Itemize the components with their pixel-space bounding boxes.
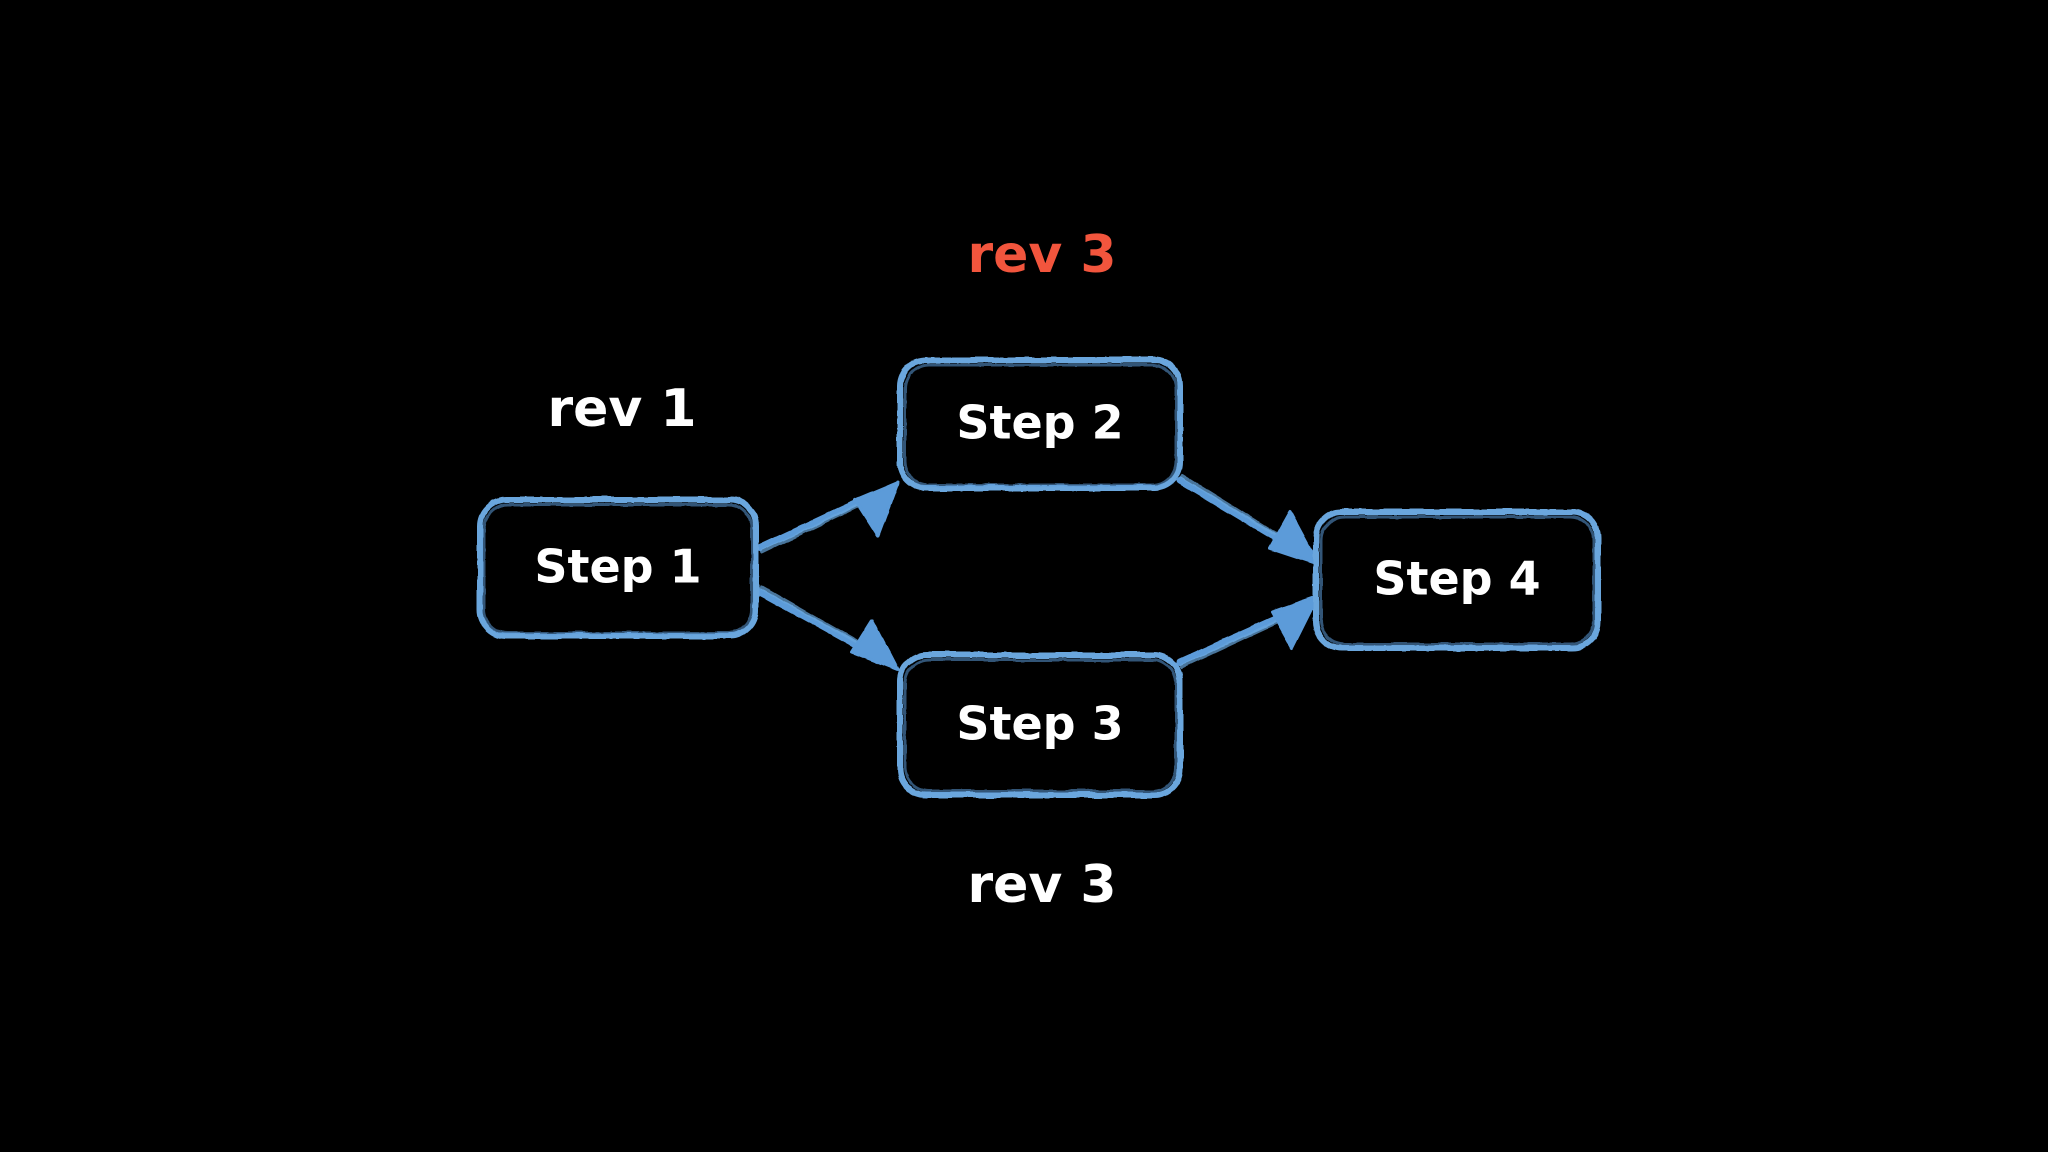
edges-layer [756,474,1320,672]
revision-label-rev1: rev 1 [547,379,696,439]
node-step3-shape [897,652,1183,798]
node-step2-shape-overstroke [903,363,1178,487]
edge-step1-to-step2 [756,480,900,554]
node-step1[interactable]: Step 1 [477,497,759,639]
node-step3-shape-overstroke [903,658,1178,793]
edge-step1-to-step3 [756,586,900,672]
node-step3-label: Step 3 [956,697,1123,751]
node-step4[interactable]: Step 4 [1313,509,1601,651]
labels-layer: rev 1 rev 3 rev 3 [547,225,1116,915]
node-step1-shape [477,497,759,639]
node-step1-shape-overstroke [482,503,754,635]
node-step3[interactable]: Step 3 [897,652,1183,798]
node-step4-shape [1313,509,1601,651]
revision-label-rev3-bottom: rev 3 [967,855,1116,915]
node-step1-label: Step 1 [534,540,701,594]
edge-step3-to-step4 [1176,594,1320,668]
node-step2-label: Step 2 [956,396,1123,450]
node-step2-shape [897,357,1183,491]
node-step4-label: Step 4 [1373,552,1540,606]
nodes-layer: Step 1 Step 2 Step 3 [477,357,1601,798]
node-step4-shape-overstroke [1319,515,1596,646]
node-step2[interactable]: Step 2 [897,357,1183,491]
revision-label-rev3-top: rev 3 [967,225,1116,285]
edge-step2-to-step4 [1176,474,1320,566]
